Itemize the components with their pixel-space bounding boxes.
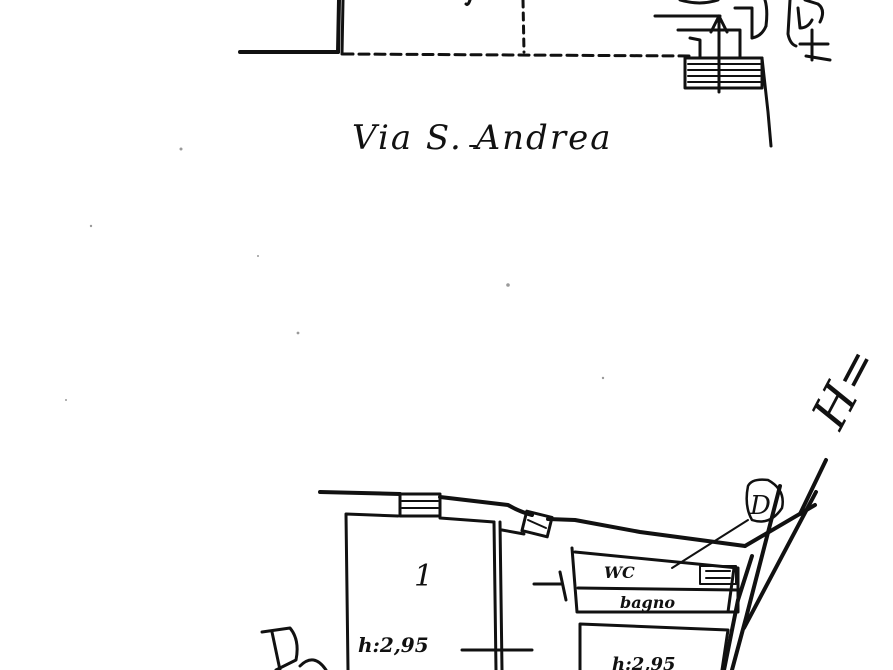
- entrance-stairs: [653, 0, 773, 148]
- scan-noise: [65, 147, 605, 401]
- handwritten-note-top-right: [786, 0, 832, 62]
- wc-label: WC: [604, 563, 635, 582]
- room-1-number: 1: [414, 559, 433, 594]
- lower-building: [318, 458, 828, 670]
- room-1-height: h:2,95: [358, 633, 429, 657]
- wc-fixture: [699, 565, 737, 585]
- side-annotation-label: H=: [801, 339, 889, 439]
- marker-d: D: [671, 478, 784, 569]
- bath-label: bagno: [620, 593, 675, 612]
- upper-building: [238, 0, 692, 58]
- side-annotation: H=: [801, 339, 889, 439]
- street-label: Via S. Andrea: [352, 118, 612, 158]
- marker-bottom-left: [260, 626, 328, 670]
- marker-d-label: D: [749, 491, 771, 521]
- room-right-height: h:2,95: [612, 654, 676, 670]
